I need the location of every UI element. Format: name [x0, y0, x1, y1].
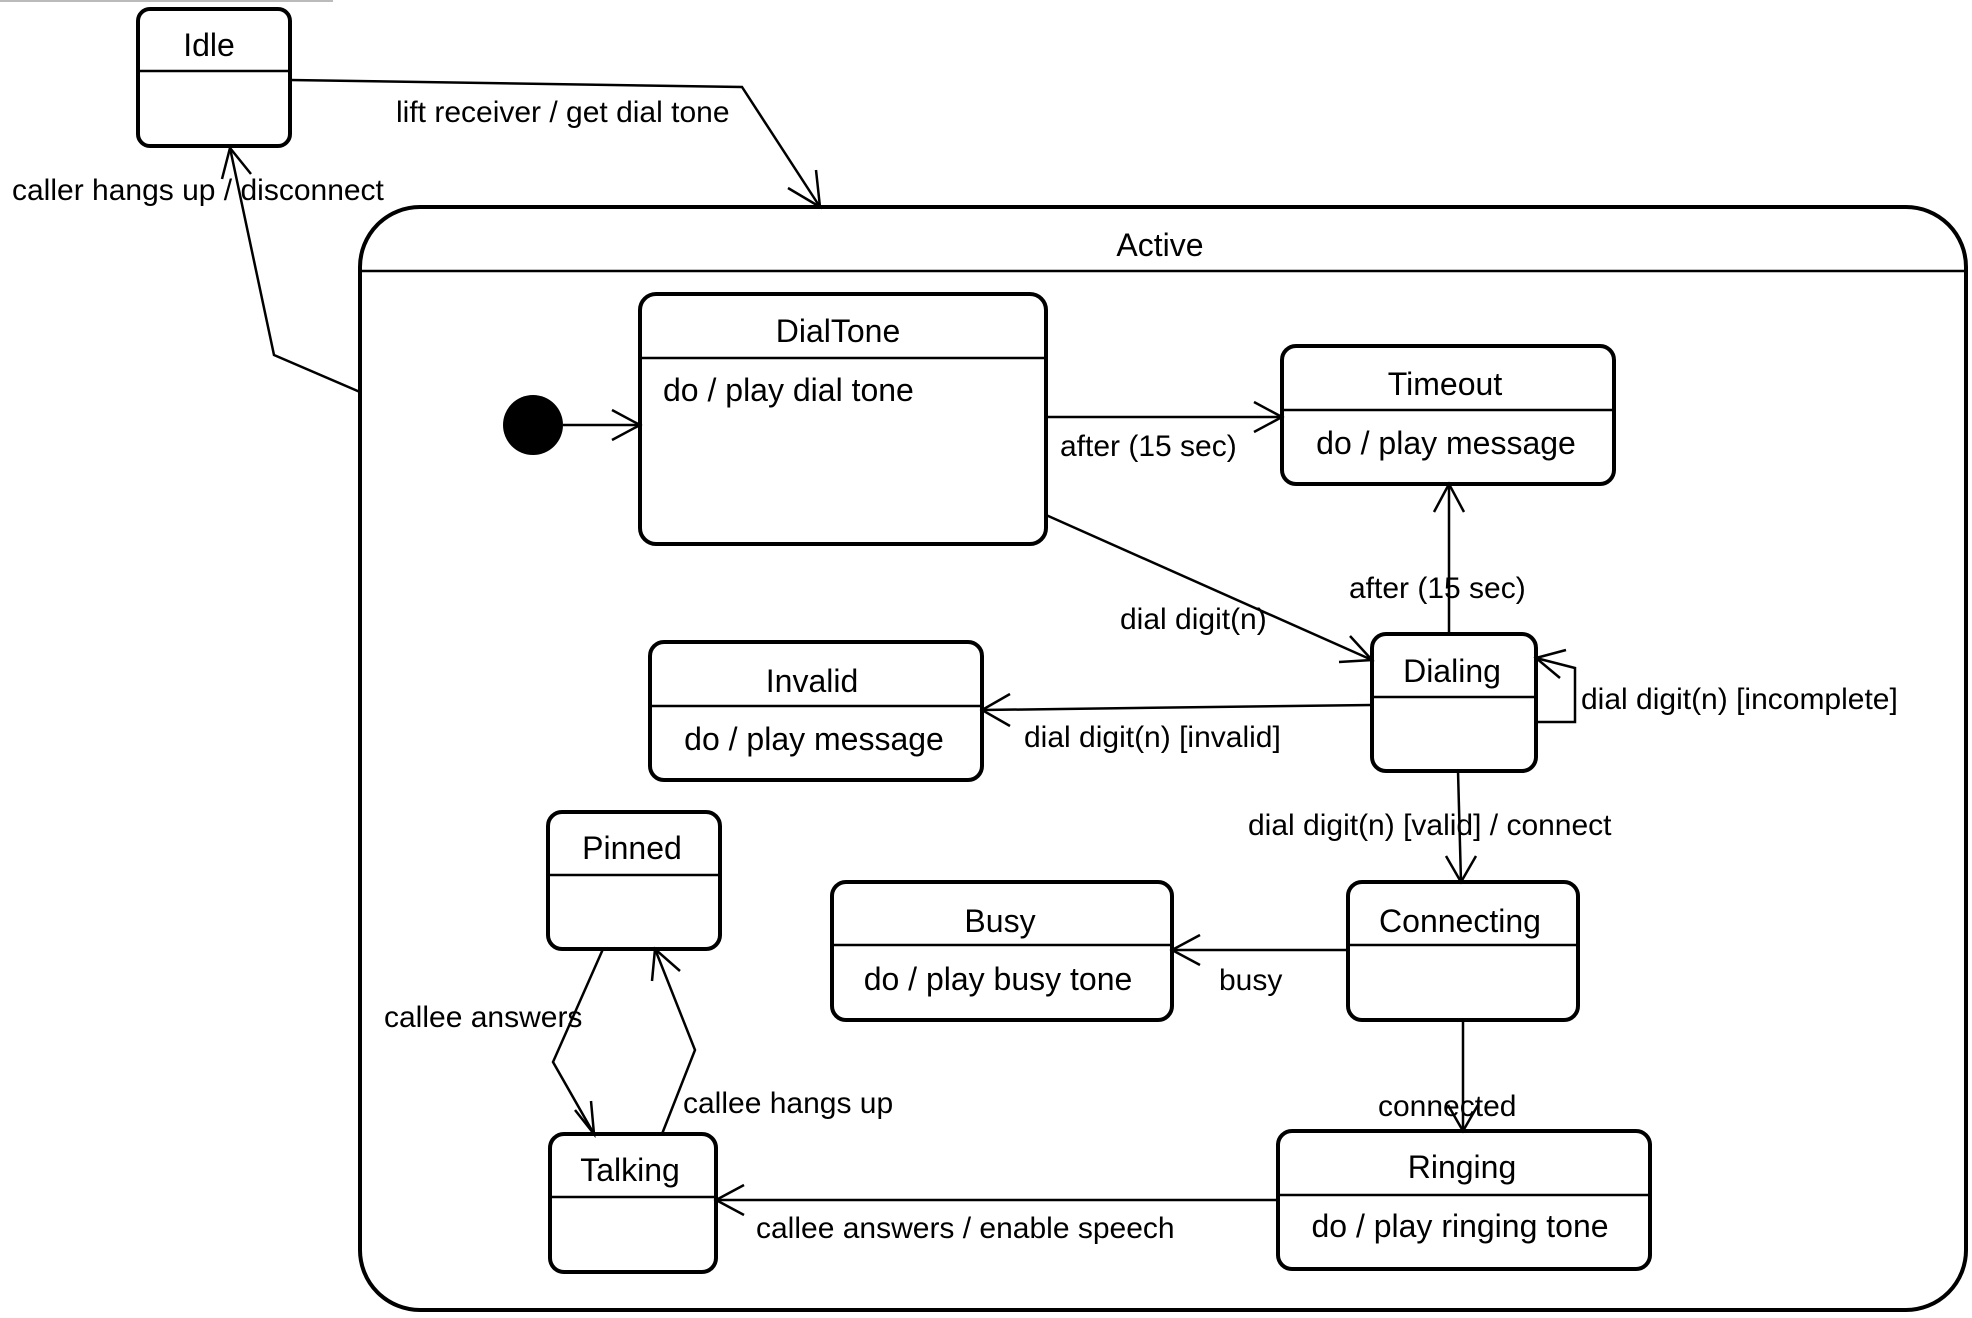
transition-pinned-to-talking[interactable] — [551, 948, 605, 1139]
label-dialtone-after: after (15 sec) — [1060, 430, 1237, 463]
transition-dialing-to-timeout[interactable] — [1432, 481, 1466, 634]
state-dialing-name: Dialing — [1403, 653, 1501, 689]
transition-idle-to-active[interactable] — [289, 78, 822, 210]
label-callee-hangs-up: callee hangs up — [683, 1087, 893, 1120]
label-connected: connected — [1378, 1090, 1516, 1123]
transition-dialing-self[interactable] — [1533, 648, 1577, 724]
state-dialtone[interactable]: DialTone do / play dial tone — [638, 292, 1048, 546]
state-talking-name: Talking — [580, 1152, 680, 1188]
state-invalid-activity: do / play message — [684, 721, 944, 757]
transition-talking-to-pinned[interactable] — [650, 946, 697, 1135]
state-invalid[interactable]: Invalid do / play message — [648, 640, 984, 782]
transition-connecting-to-busy[interactable] — [1169, 933, 1348, 967]
state-ringing-name: Ringing — [1408, 1149, 1517, 1185]
label-dialing-after: after (15 sec) — [1349, 572, 1526, 605]
state-busy[interactable]: Busy do / play busy tone — [830, 880, 1174, 1022]
transition-active-to-idle[interactable] — [220, 145, 361, 394]
state-idle-name: Idle — [183, 27, 235, 63]
state-timeout[interactable]: Timeout do / play message — [1280, 344, 1616, 486]
transition-connecting-to-ringing[interactable] — [1446, 1020, 1480, 1134]
state-dialing[interactable]: Dialing — [1370, 632, 1538, 773]
state-active-name: Active — [1116, 227, 1203, 263]
transition-dialtone-to-dialing[interactable] — [1045, 513, 1375, 664]
state-pinned[interactable]: Pinned — [546, 810, 722, 951]
state-busy-name: Busy — [964, 903, 1035, 939]
label-callee-answers-speech: callee answers / enable speech — [756, 1212, 1175, 1245]
state-ringing[interactable]: Ringing do / play ringing tone — [1276, 1129, 1652, 1271]
state-idle[interactable]: Idle — [136, 7, 292, 148]
label-dialing-invalid: dial digit(n) [invalid] — [1024, 721, 1281, 754]
transition-dialing-to-connecting[interactable] — [1444, 770, 1478, 885]
state-connecting-name: Connecting — [1379, 903, 1541, 939]
state-talking[interactable]: Talking — [548, 1132, 718, 1274]
state-timeout-activity: do / play message — [1316, 425, 1576, 461]
label-callee-answers: callee answers — [384, 1001, 582, 1034]
initial-state-dot — [503, 395, 563, 455]
state-invalid-name: Invalid — [766, 663, 859, 699]
label-busy: busy — [1219, 964, 1282, 997]
state-pinned-name: Pinned — [582, 830, 682, 866]
label-dialing-incomplete: dial digit(n) [incomplete] — [1581, 683, 1898, 716]
state-busy-activity: do / play busy tone — [864, 961, 1133, 997]
label-dialtone-digit: dial digit(n) — [1120, 603, 1267, 636]
label-lift-receiver: lift receiver / get dial tone — [396, 96, 730, 129]
transition-dialtone-to-timeout[interactable] — [1046, 400, 1285, 434]
state-dialtone-activity: do / play dial tone — [663, 372, 914, 408]
label-caller-hangs-up: caller hangs up / disconnect — [12, 174, 385, 207]
state-ringing-activity: do / play ringing tone — [1311, 1208, 1608, 1244]
label-dialing-valid: dial digit(n) [valid] / connect — [1248, 809, 1612, 842]
transition-ringing-to-talking[interactable] — [713, 1183, 1278, 1217]
state-dialtone-name: DialTone — [776, 313, 901, 349]
transition-dialing-to-invalid[interactable] — [979, 692, 1373, 728]
state-timeout-name: Timeout — [1388, 366, 1503, 402]
state-connecting[interactable]: Connecting — [1346, 880, 1580, 1022]
transition-initial-to-dialtone[interactable] — [563, 408, 643, 442]
